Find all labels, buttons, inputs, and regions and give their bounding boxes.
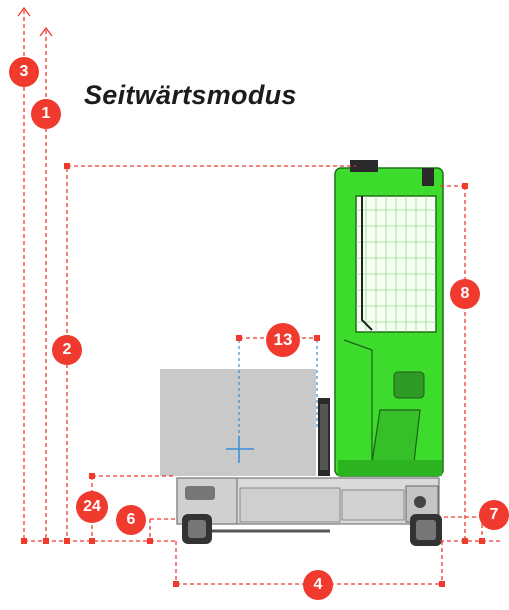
badge-2: 2 [52, 335, 82, 365]
badge-13: 13 [266, 323, 300, 357]
dimension-endpoints [21, 163, 485, 587]
operator-cab [334, 160, 444, 477]
badge-7: 7 [479, 500, 509, 530]
wheels [182, 514, 442, 546]
chassis [176, 477, 440, 533]
dim-1-arrowhead [39, 26, 53, 37]
badge-6: 6 [116, 505, 146, 535]
badge-4: 4 [303, 570, 333, 600]
badge-1: 1 [31, 99, 61, 129]
badge-3: 3 [9, 57, 39, 87]
load-block [160, 369, 316, 476]
diagram-title: Seitwärtsmodus [84, 80, 297, 110]
forklift-illustration [160, 160, 444, 546]
dim-3-arrowhead [17, 6, 31, 17]
badge-8: 8 [450, 279, 480, 309]
badge-24: 24 [76, 491, 108, 523]
